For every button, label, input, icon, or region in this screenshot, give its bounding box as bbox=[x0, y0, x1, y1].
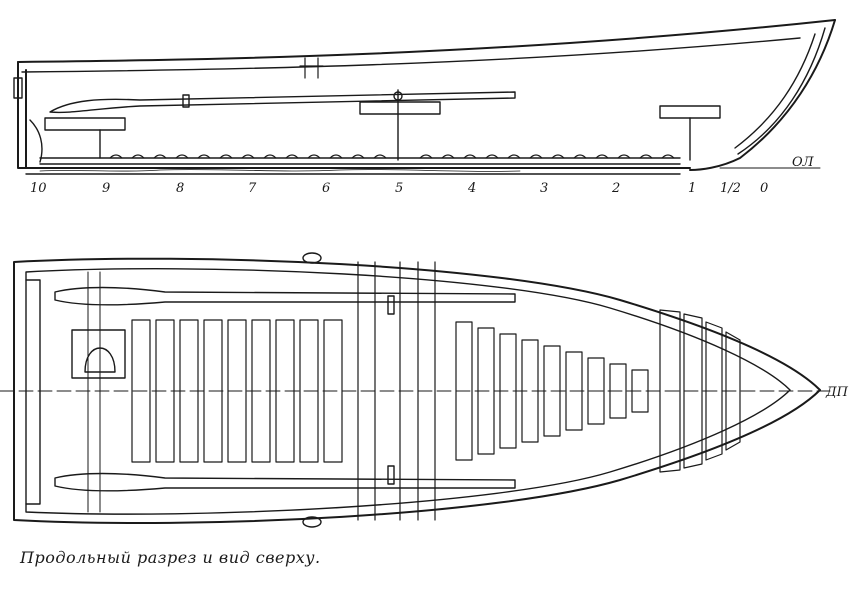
oarlock-bottom bbox=[387, 465, 395, 485]
floor-slat bbox=[227, 319, 247, 463]
floorboard-band bbox=[39, 157, 681, 165]
station-label: 3 bbox=[540, 181, 548, 196]
transom bbox=[17, 61, 27, 169]
station-label: 4 bbox=[467, 181, 476, 196]
keel-grain bbox=[39, 169, 521, 172]
top-view-plan bbox=[0, 252, 831, 528]
floorboard-slats-aft bbox=[131, 319, 343, 463]
forward-thwart bbox=[659, 105, 721, 119]
forward-seat-slats bbox=[659, 309, 741, 473]
floor-slat bbox=[565, 351, 583, 431]
station-labels: 10 9 8 7 6 5 4 3 2 1 1/2 0 bbox=[30, 181, 768, 196]
stem-inner-2 bbox=[737, 27, 826, 155]
floor-slat bbox=[323, 319, 343, 463]
sheer-fitting bbox=[299, 57, 324, 79]
centerline-label: ДП bbox=[825, 385, 849, 400]
hull-inner bbox=[25, 268, 791, 515]
floor-slat bbox=[131, 319, 151, 463]
station-label: 10 bbox=[30, 181, 47, 196]
floor-slat bbox=[251, 319, 271, 463]
aft-seat-plan bbox=[71, 329, 126, 379]
oar-side bbox=[49, 91, 516, 114]
figure-caption: Продольный разрез и вид сверху. bbox=[20, 548, 321, 567]
floor-slat bbox=[179, 319, 199, 463]
station-label: 0 bbox=[760, 181, 768, 196]
station-label: 8 bbox=[176, 181, 184, 196]
hull-outline bbox=[13, 257, 821, 525]
floor-ribs bbox=[109, 154, 675, 159]
floor-slat bbox=[587, 357, 605, 425]
inner-sheer-line bbox=[21, 37, 801, 73]
floor-slat bbox=[203, 319, 223, 463]
middle-oarlock bbox=[393, 91, 403, 101]
floor-slat bbox=[543, 345, 561, 437]
floor-slat bbox=[609, 363, 627, 419]
aft-seat-cutout bbox=[84, 347, 116, 373]
oarlock-side bbox=[182, 94, 190, 108]
side-view-section bbox=[13, 19, 836, 175]
sheer-line bbox=[17, 19, 836, 63]
floor-slat bbox=[155, 319, 175, 463]
floor-slat bbox=[275, 319, 295, 463]
stem bbox=[689, 19, 836, 171]
stem-inner bbox=[734, 33, 816, 149]
transom-bracket bbox=[13, 77, 23, 99]
floor-slat bbox=[299, 319, 319, 463]
station-label: 6 bbox=[322, 181, 330, 196]
fitting-top bbox=[302, 252, 322, 264]
station-label: 9 bbox=[102, 181, 110, 196]
waterline-label: ОЛ bbox=[792, 155, 815, 170]
station-label: 2 bbox=[611, 181, 620, 196]
floor-slat bbox=[521, 339, 539, 443]
fitting-bottom bbox=[302, 516, 322, 528]
oar-top bbox=[54, 286, 516, 306]
floor-slat bbox=[499, 333, 517, 449]
station-label: 7 bbox=[248, 181, 257, 196]
transom-plan bbox=[25, 279, 41, 505]
middle-thwart-plan bbox=[357, 261, 436, 521]
floor-slat bbox=[477, 327, 495, 455]
oar-bottom bbox=[54, 472, 516, 492]
station-label: 5 bbox=[395, 181, 403, 196]
aft-seat bbox=[44, 117, 126, 131]
station-label: 1/2 bbox=[720, 181, 741, 196]
floor-slat bbox=[455, 321, 473, 461]
floorboard-slats-forward bbox=[455, 321, 649, 461]
floor-slat bbox=[631, 369, 649, 413]
middle-thwart bbox=[359, 101, 441, 115]
oarlock-top bbox=[387, 295, 395, 315]
aft-bench bbox=[29, 119, 43, 163]
station-label: 1 bbox=[688, 181, 696, 196]
